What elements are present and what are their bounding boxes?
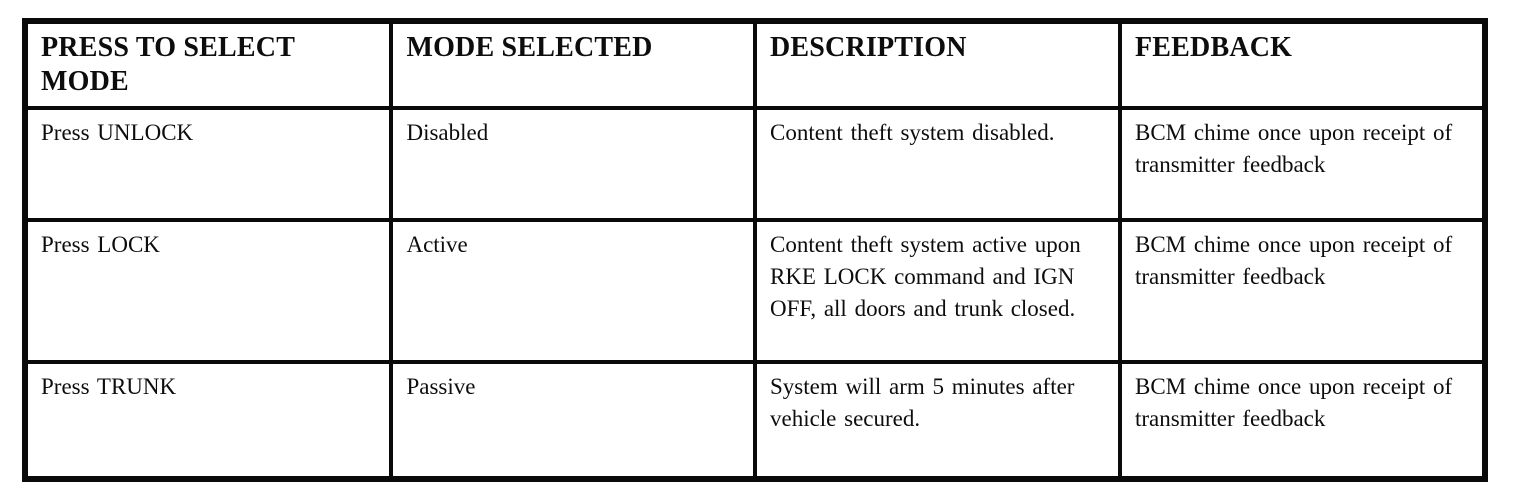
cell-mode-selected: Passive — [389, 360, 757, 481]
cell-description: System will arm 5 minutes after vehicle … — [752, 360, 1122, 481]
table-row: Press LOCK Active Content theft system a… — [22, 218, 1488, 364]
header-feedback: FEEDBACK — [1117, 19, 1488, 110]
cell-mode-selected: Disabled — [389, 106, 757, 222]
table-header-row: PRESS TO SELECT MODE MODE SELECTED DESCR… — [22, 19, 1488, 110]
cell-feedback: BCM chime once upon receipt of transmitt… — [1117, 360, 1488, 481]
cell-press-to-select-mode: Press UNLOCK — [22, 106, 394, 222]
cell-description: Content theft system disabled. — [752, 106, 1122, 222]
table-row: Press UNLOCK Disabled Content theft syst… — [22, 106, 1488, 222]
cell-mode-selected: Active — [389, 218, 757, 364]
cell-feedback: BCM chime once upon receipt of transmitt… — [1117, 106, 1488, 222]
header-mode-selected: MODE SELECTED — [389, 19, 757, 110]
table-row: Press TRUNK Passive System will arm 5 mi… — [22, 360, 1488, 481]
cell-press-to-select-mode: Press LOCK — [22, 218, 394, 364]
cell-feedback: BCM chime once upon receipt of transmitt… — [1117, 218, 1488, 364]
cell-description: Content theft system active upon RKE LOC… — [752, 218, 1122, 364]
cell-press-to-select-mode: Press TRUNK — [22, 360, 394, 481]
rke-mode-select-table: PRESS TO SELECT MODE MODE SELECTED DESCR… — [22, 18, 1488, 482]
header-press-to-select-mode: PRESS TO SELECT MODE — [22, 19, 394, 110]
header-description: DESCRIPTION — [752, 19, 1122, 110]
